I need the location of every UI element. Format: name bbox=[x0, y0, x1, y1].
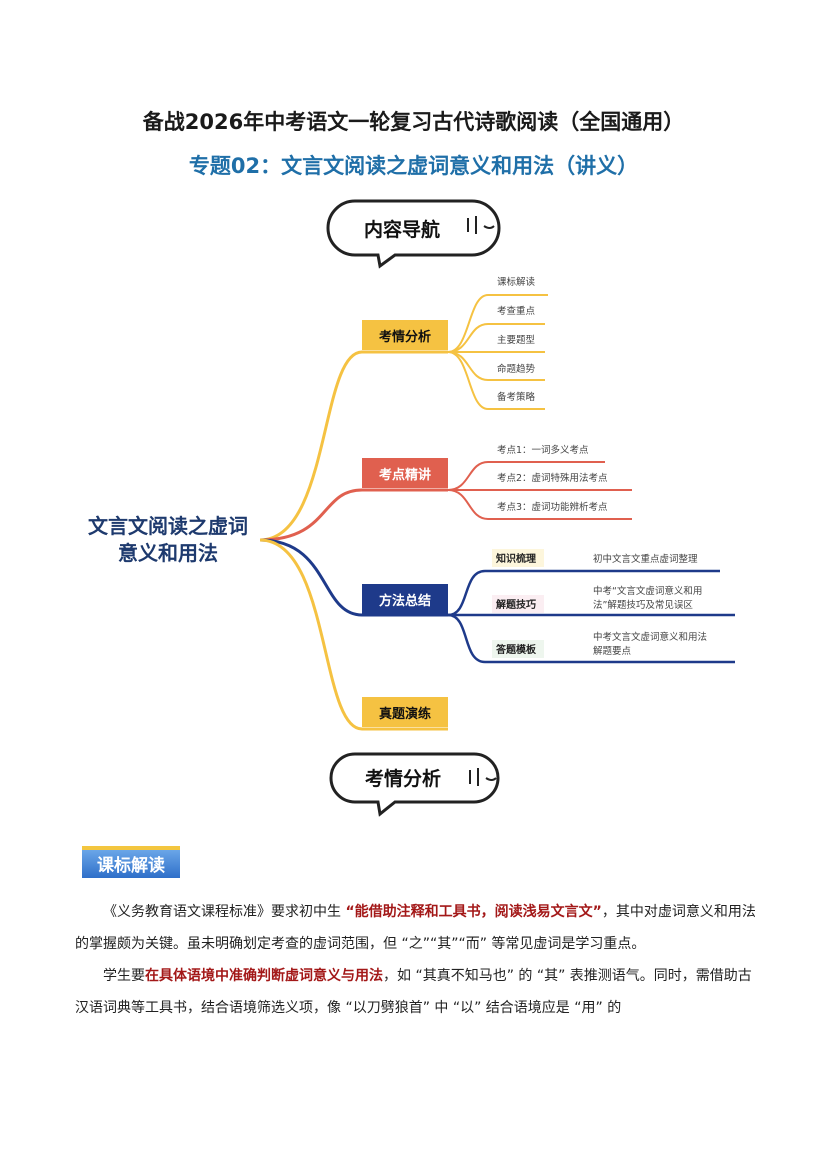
leaf-desc: 解题要点 bbox=[593, 645, 632, 657]
branch-fangfa: 方法总结 bbox=[379, 593, 431, 609]
leaf-item: 主要题型 bbox=[497, 334, 536, 346]
leaf-item: 考查重点 bbox=[497, 305, 536, 317]
leaf-desc: 初中文言文重点虚词整理 bbox=[593, 553, 698, 565]
text: 学生要 bbox=[103, 968, 145, 984]
leaf-item: 命题趋势 bbox=[497, 363, 536, 375]
body-text: 《义务教育语文课程标准》要求初中生 “能借助注释和工具书，阅读浅易文言文”，其中… bbox=[75, 896, 765, 1024]
leaf-desc: 法”解题技巧及常见误区 bbox=[593, 599, 693, 611]
leaf-item: 考点1：一词多义考点 bbox=[497, 444, 589, 456]
leaf-item: 考点3：虚词功能辨析考点 bbox=[497, 501, 608, 513]
branch-zhenti: 真题演练 bbox=[379, 706, 431, 722]
leaf-item: 考点2：虚词特殊用法考点 bbox=[497, 472, 608, 484]
paragraph: 学生要在具体语境中准确判断虚词意义与用法，如 “其真不知马也” 的 “其” 表推… bbox=[75, 960, 765, 1024]
document-subtitle: 专题02：文言文阅读之虚词意义和用法（讲义） bbox=[188, 154, 639, 178]
leaf-desc: 中考文言文虚词意义和用法 bbox=[593, 631, 707, 643]
document-title: 备战2026年中考语文一轮复习古代诗歌阅读（全国通用） bbox=[142, 110, 685, 134]
section-bubble-label: 考情分析 bbox=[365, 767, 441, 790]
sound-wave-icon bbox=[469, 768, 497, 786]
section-tag: 课标解读 bbox=[82, 846, 180, 878]
text: ，如 “其真不知马也” 的 “其” 表推测语气。同时，需借助古汉语词典等工具书，… bbox=[75, 968, 752, 1016]
highlight-text: 在具体语境中准确判断虚词意义与用法 bbox=[145, 968, 383, 984]
mindmap-root-line2: 意义和用法 bbox=[118, 541, 218, 565]
leaf-label: 解题技巧 bbox=[496, 598, 536, 611]
paragraph: 《义务教育语文课程标准》要求初中生 “能借助注释和工具书，阅读浅易文言文”，其中… bbox=[75, 896, 765, 960]
section-bubble: 考情分析 bbox=[329, 752, 500, 817]
leaf-item: 备考策略 bbox=[497, 391, 536, 403]
leaf-desc: 中考“文言文虚词意义和用 bbox=[593, 585, 702, 597]
mindmap-root-line1: 文言文阅读之虚词 bbox=[88, 514, 248, 538]
sound-wave-icon bbox=[467, 216, 495, 234]
leaf-item: 课标解读 bbox=[497, 276, 536, 288]
text: 《义务教育语文课程标准》要求初中生 bbox=[103, 904, 341, 920]
highlight-text: “能借助注释和工具书，阅读浅易文言文” bbox=[345, 904, 602, 920]
nav-bubble: 内容导航 bbox=[326, 199, 501, 269]
text: ，其中对虚词意义和用法的掌握颇为关键。虽未明确划定考查的虚词范围，但 “之”“其… bbox=[75, 904, 756, 952]
branch-kaodian: 考点精讲 bbox=[379, 467, 431, 483]
nav-bubble-label: 内容导航 bbox=[364, 218, 440, 241]
branch-kaoqing: 考情分析 bbox=[379, 329, 431, 345]
leaf-label: 知识梳理 bbox=[495, 552, 536, 565]
leaf-label: 答题模板 bbox=[495, 643, 537, 656]
